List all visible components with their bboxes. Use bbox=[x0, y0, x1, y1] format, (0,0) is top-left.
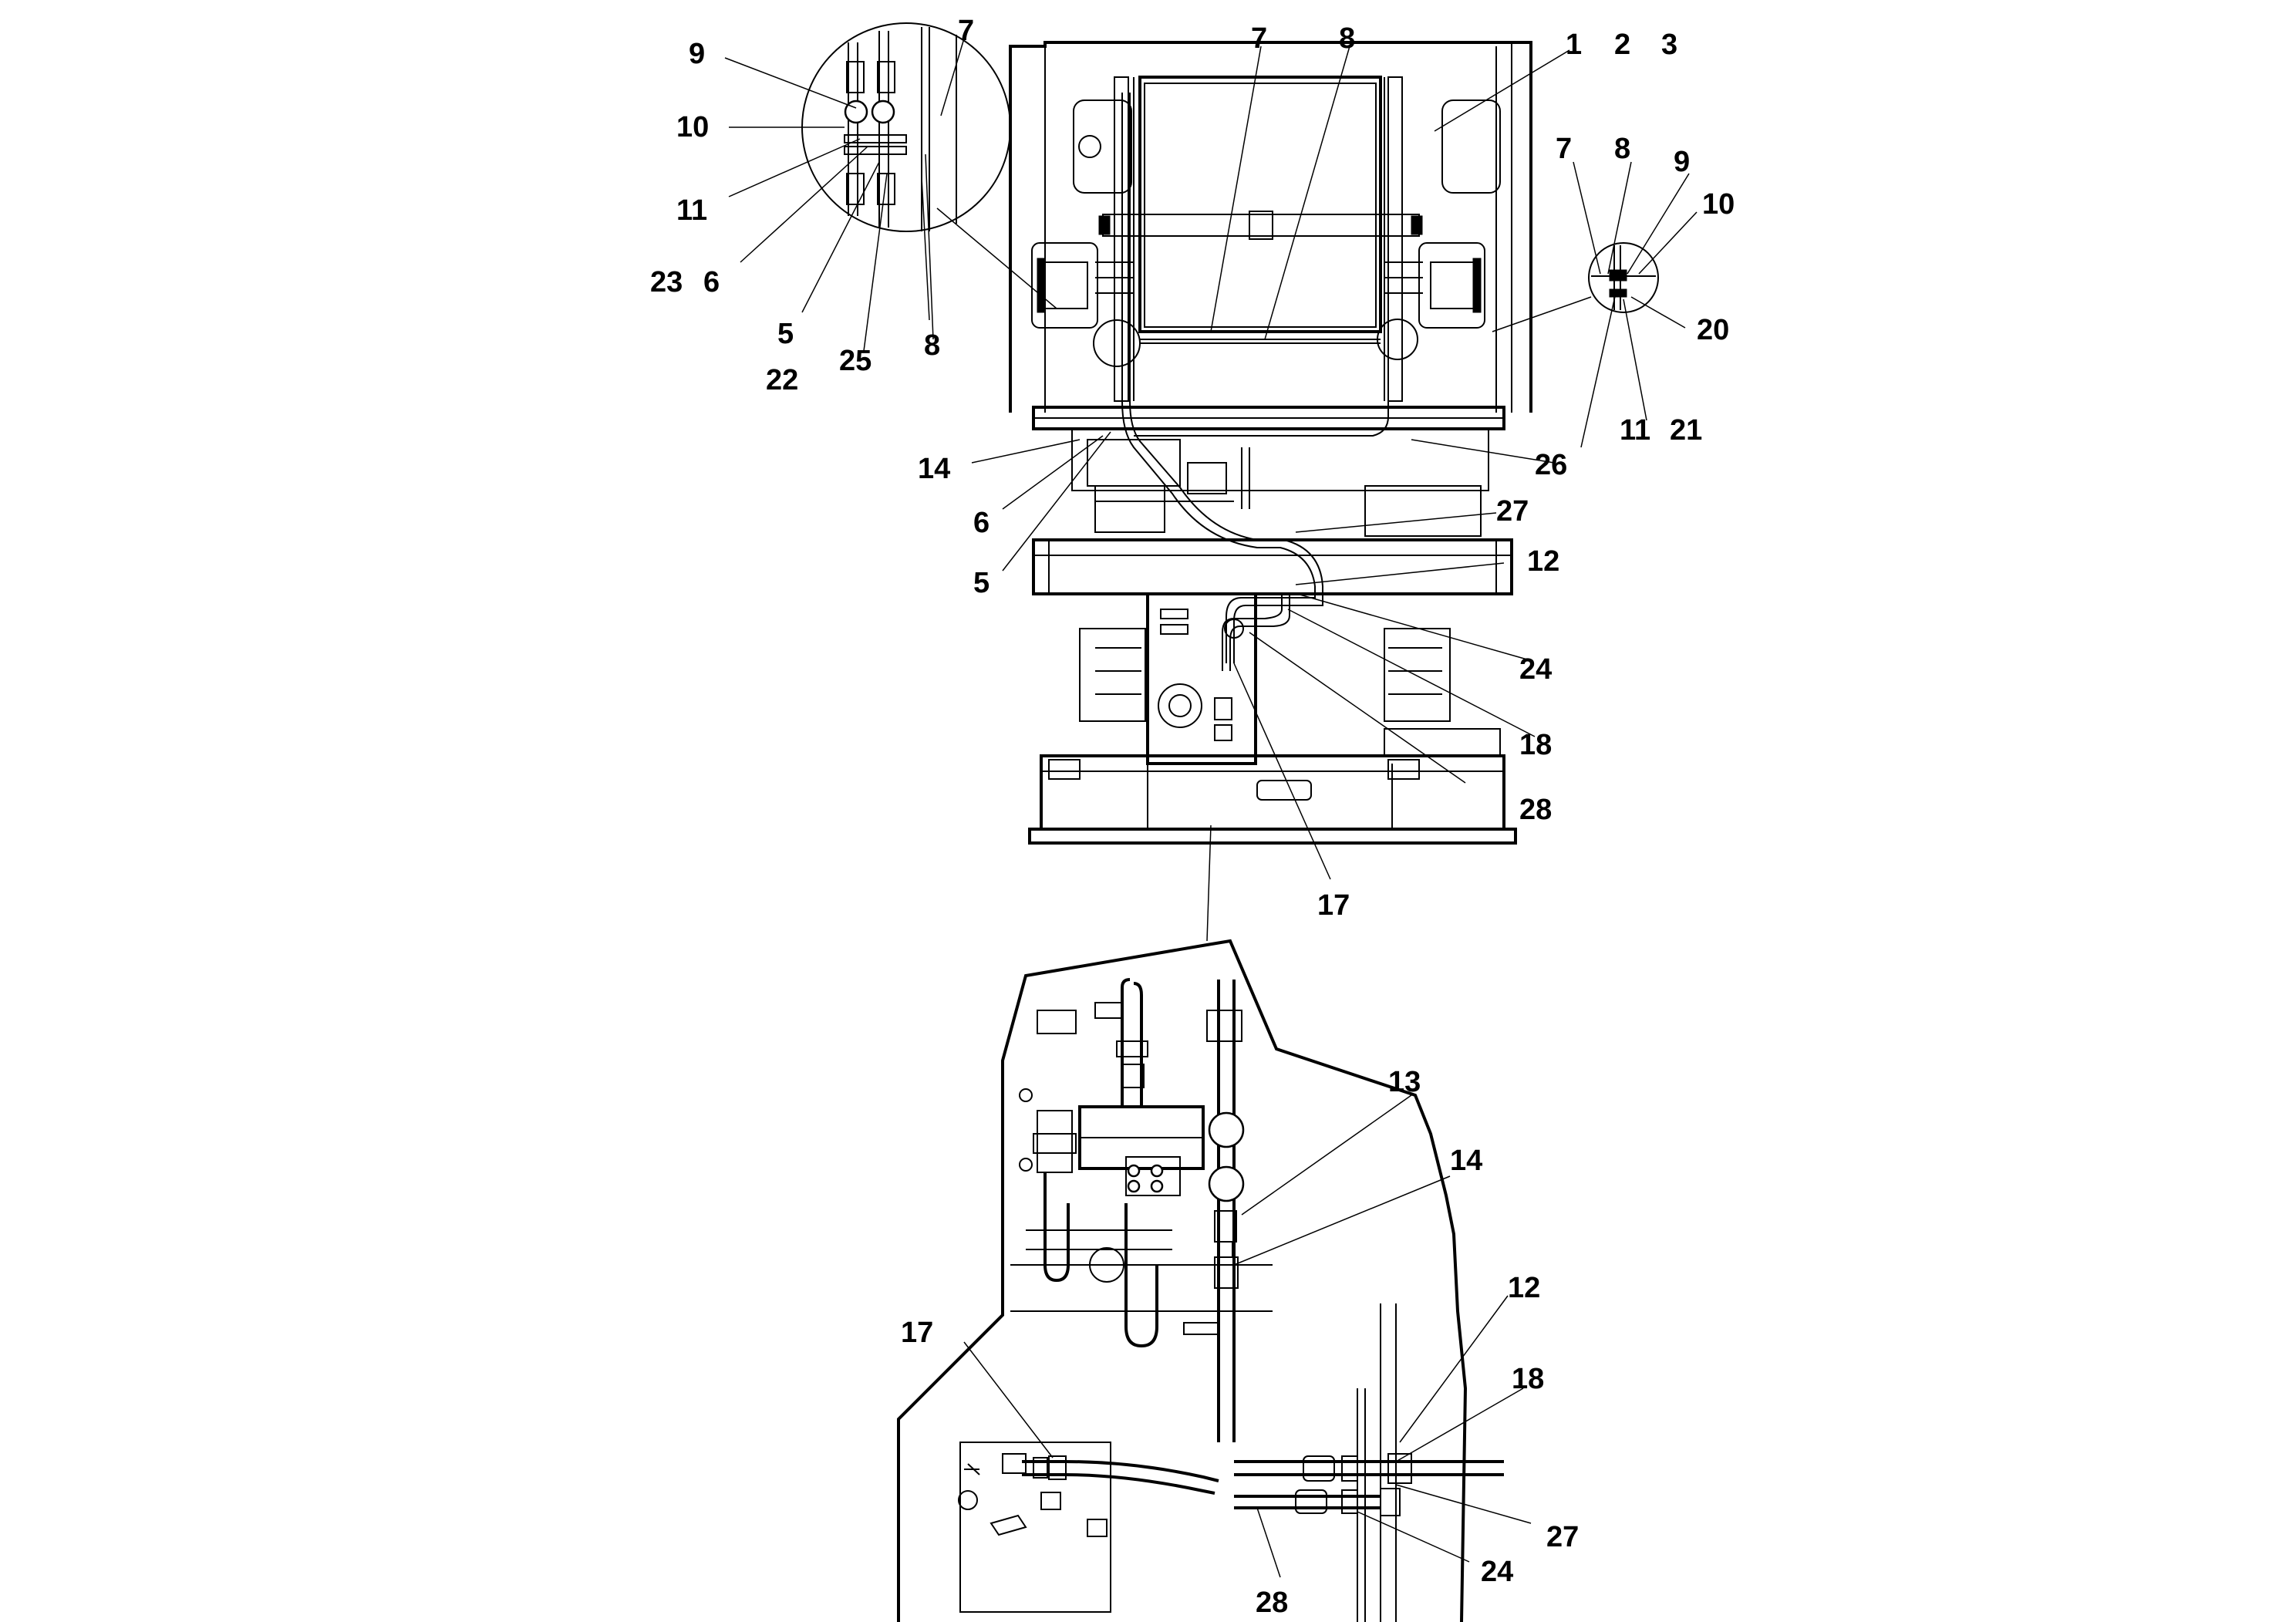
callout-13: 13 bbox=[1388, 1066, 1421, 1098]
callout-5-middle: 5 bbox=[973, 567, 990, 599]
detail-circle-right bbox=[1492, 242, 1659, 332]
callout-27-lower: 27 bbox=[1546, 1521, 1579, 1553]
callout-25: 25 bbox=[839, 345, 872, 377]
callout-labels: 9 10 11 23 6 5 22 25 8 7 7 8 1 2 3 7 8 9… bbox=[650, 15, 1735, 1619]
callout-28-upper: 28 bbox=[1519, 794, 1552, 826]
upper-assembly-view bbox=[1009, 41, 1532, 942]
callout-26: 26 bbox=[1535, 449, 1567, 481]
callout-7-top: 7 bbox=[1251, 22, 1267, 55]
callout-6-middle: 6 bbox=[973, 507, 990, 539]
callout-1: 1 bbox=[1566, 29, 1582, 61]
callout-14-lower: 14 bbox=[1450, 1145, 1482, 1177]
callout-10-upper-left: 10 bbox=[676, 111, 709, 143]
callout-8-top: 8 bbox=[1339, 22, 1355, 55]
callout-18-upper: 18 bbox=[1519, 729, 1552, 761]
callout-11-right: 11 bbox=[1620, 414, 1650, 447]
callout-22: 22 bbox=[766, 364, 798, 396]
callout-17-upper: 17 bbox=[1317, 889, 1350, 922]
callout-20: 20 bbox=[1697, 314, 1729, 346]
callout-2: 2 bbox=[1614, 29, 1630, 61]
callout-24-lower: 24 bbox=[1481, 1556, 1513, 1588]
callout-27-upper: 27 bbox=[1496, 495, 1529, 528]
callout-7-right: 7 bbox=[1556, 133, 1572, 165]
callout-9-right: 9 bbox=[1674, 146, 1690, 178]
callout-18-lower: 18 bbox=[1512, 1363, 1544, 1395]
callout-28-lower: 28 bbox=[1256, 1587, 1288, 1619]
callout-9-upper-left: 9 bbox=[689, 38, 705, 70]
lower-detail-view bbox=[897, 939, 1504, 1622]
detail-circle-left bbox=[801, 22, 1057, 309]
callout-8-upper-left: 8 bbox=[924, 329, 940, 362]
callout-10-right: 10 bbox=[1702, 188, 1735, 221]
callout-14-upper: 14 bbox=[918, 453, 950, 485]
callout-6-upper-left: 6 bbox=[703, 266, 720, 298]
callout-12-upper: 12 bbox=[1527, 545, 1559, 578]
callout-12-lower: 12 bbox=[1508, 1272, 1540, 1304]
callout-21: 21 bbox=[1670, 414, 1702, 447]
callout-3: 3 bbox=[1661, 29, 1677, 61]
callout-17-lower: 17 bbox=[901, 1317, 933, 1349]
callout-23: 23 bbox=[650, 266, 683, 298]
leader-lines bbox=[724, 38, 1698, 1578]
callout-8-right: 8 bbox=[1614, 133, 1630, 165]
callout-5-upper-left: 5 bbox=[777, 318, 794, 350]
callout-11-upper-left: 11 bbox=[676, 194, 707, 227]
callout-7-upper-left: 7 bbox=[958, 15, 974, 47]
callout-24-upper: 24 bbox=[1519, 653, 1552, 686]
